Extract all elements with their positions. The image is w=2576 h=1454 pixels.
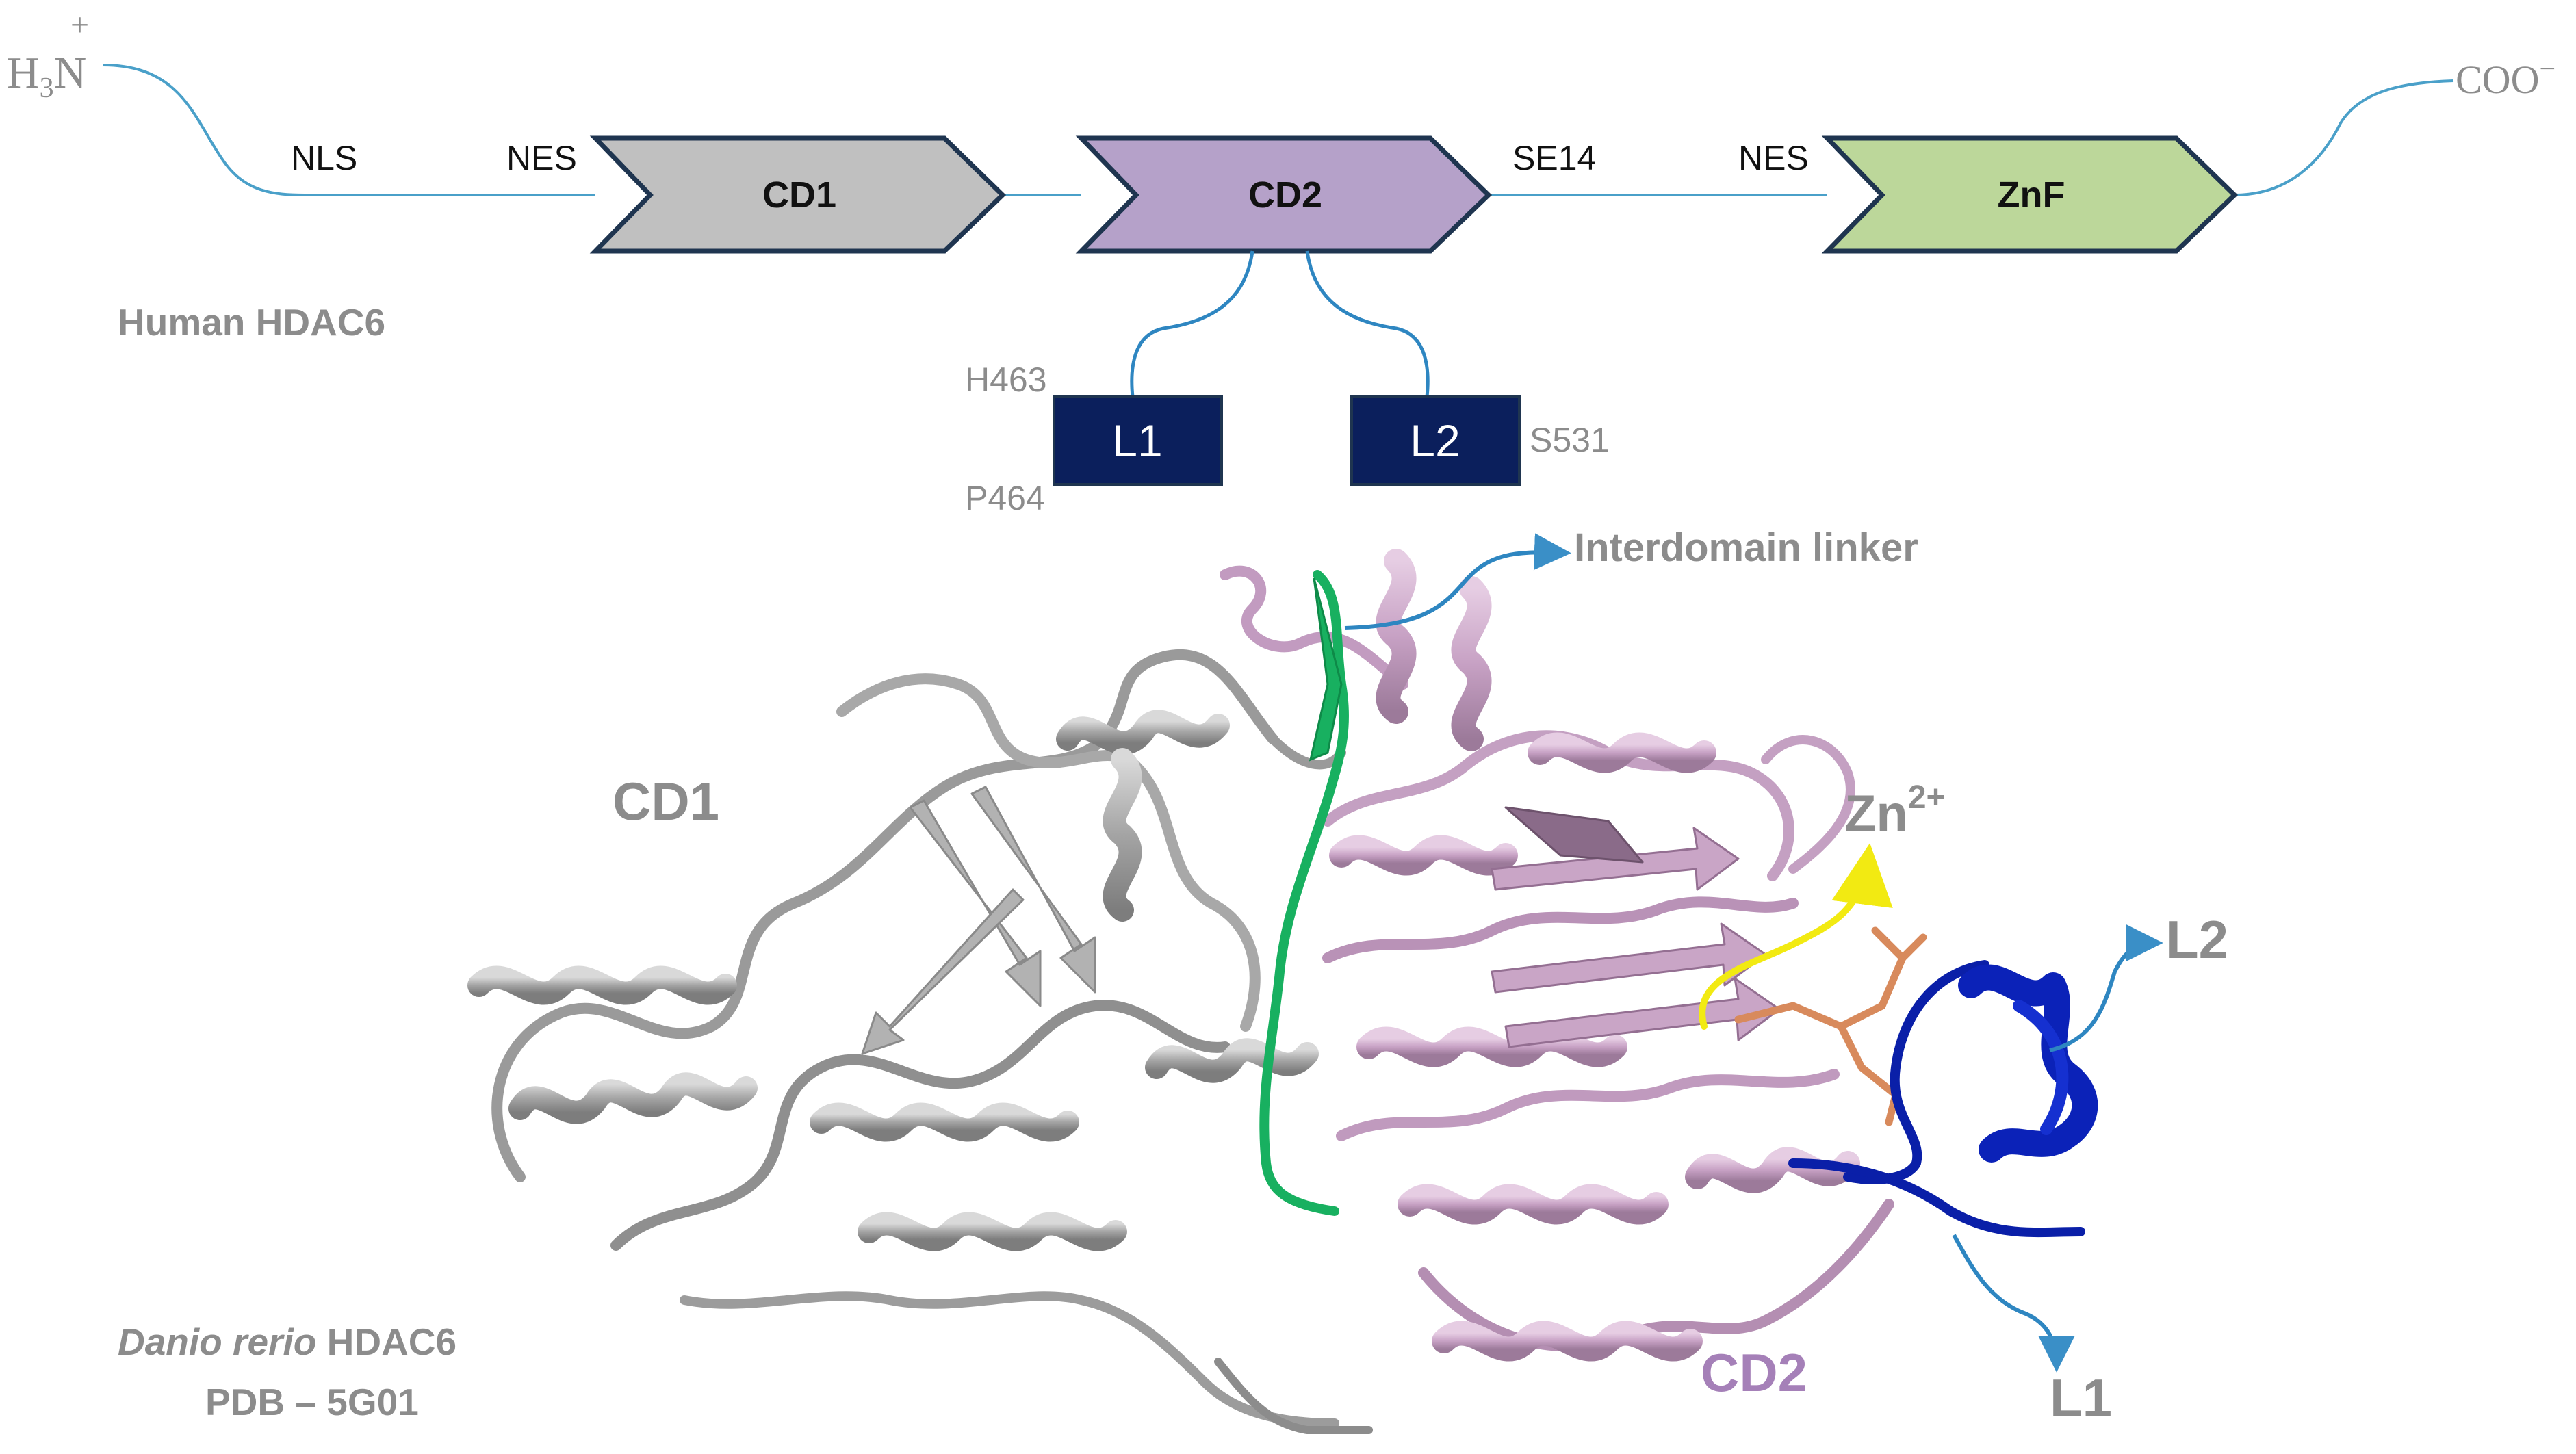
cd1-ribbon [467, 649, 1346, 1428]
nes-label-1: NES [506, 139, 577, 177]
loop-l2-label: L2 [1410, 415, 1460, 466]
l2-structure-label: L2 [2166, 909, 2228, 970]
domain-znf-label: ZnF [1998, 174, 2065, 216]
residue-p464: P464 [965, 479, 1045, 517]
cd2-ribbon [1220, 549, 1894, 1362]
loop-l2-box: L2 [1350, 395, 1521, 486]
domain-znf: ZnF [1821, 135, 2239, 254]
cd1-structure-label: CD1 [613, 771, 719, 831]
domain-schematic: H3N + COO− NLS NES SE14 NES CD1 CD2 ZnF … [7, 7, 2555, 517]
zinc-label: Zn2+ [1844, 779, 1946, 843]
l1-arrow [1952, 1234, 2075, 1373]
nes-label-2: NES [1738, 139, 1809, 177]
ligand-sticks [1734, 926, 1927, 1126]
l1-connector [1130, 250, 1254, 398]
zinc-site-marker [1699, 843, 1893, 1030]
loop-region-ribbon [1788, 960, 2098, 1238]
c-terminal-tail [2234, 79, 2454, 196]
nls-label: NLS [291, 139, 357, 177]
interdomain-linker-label: Interdomain linker [1574, 525, 1918, 570]
interdomain-linker-strand [1309, 577, 1343, 762]
l2-connector [1305, 250, 1430, 398]
residue-s531: S531 [1530, 421, 1610, 459]
n-terminus-label: H3N [7, 48, 86, 104]
c-terminus-label: COO− [2456, 53, 2555, 102]
domain-cd1-label: CD1 [762, 174, 836, 216]
pdb-label: PDB – 5G01 [205, 1381, 419, 1423]
n-terminus-charge: + [70, 7, 89, 43]
se14-label: SE14 [1512, 139, 1596, 177]
interdomain-linker-ribbon [1259, 570, 1349, 1216]
residue-h463: H463 [965, 361, 1047, 399]
zebrafish-species-label: Danio rerio HDAC6 [118, 1321, 456, 1363]
cd1-tail [1214, 1358, 1373, 1434]
loop-l1-label: L1 [1112, 415, 1162, 466]
loop-l1-box: L1 [1053, 395, 1223, 486]
domain-cd2: CD2 [1075, 135, 1493, 254]
domain-cd1: CD1 [589, 135, 1007, 254]
protein-structure [467, 549, 2098, 1434]
domain-cd2-label: CD2 [1248, 174, 1322, 216]
l2-arrow [2049, 924, 2163, 1052]
interdomain-linker-arrow [1344, 533, 1571, 630]
n-terminal-tail [102, 64, 595, 196]
human-hdac6-title: Human HDAC6 [118, 301, 385, 343]
structure-annotations: Interdomain linker CD1 CD2 Zn2+ L2 L1 Da… [118, 525, 2228, 1428]
l1-structure-label: L1 [2050, 1368, 2112, 1428]
cd2-structure-label: CD2 [1701, 1342, 1807, 1403]
